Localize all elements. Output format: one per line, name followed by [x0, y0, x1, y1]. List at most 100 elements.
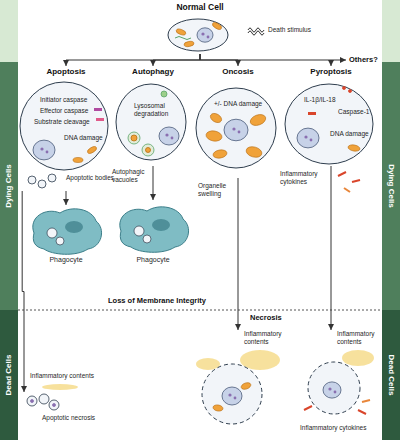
- mitochondrion: [245, 145, 263, 159]
- phagocyte-body: [33, 209, 102, 254]
- cell-label: Apoptotic necrosis: [42, 414, 108, 422]
- pathway-arrow: [238, 178, 239, 330]
- vesicle: [142, 144, 154, 156]
- annotation: Inflammatory cytokines: [280, 170, 322, 186]
- annotation: Apoptotic bodies: [66, 174, 114, 182]
- band-label: Dead Cells: [386, 355, 396, 396]
- chromatin: [232, 127, 235, 130]
- cell-illustration: [282, 66, 376, 166]
- vesicle: [31, 400, 34, 403]
- cell-heading: Pyroptosis: [282, 66, 380, 77]
- apoptosis-cell: Apoptosis: [18, 66, 114, 191]
- vesicle: [53, 404, 56, 407]
- pathway-arrow: [153, 54, 200, 66]
- mitochondrion: [86, 145, 97, 154]
- cell-heading: Autophagy: [114, 66, 192, 77]
- mitochondrion: [249, 113, 267, 128]
- mitochondrion: [213, 404, 224, 412]
- cell-label: Phagocyte: [112, 256, 194, 264]
- stage-band: Dead Cells: [0, 310, 18, 440]
- cell-illustration: [194, 66, 278, 178]
- pathway-arrow: [200, 54, 331, 66]
- necrotic-cell: Inflammatory contents: [188, 330, 288, 430]
- others-arrow: [331, 60, 346, 61]
- chromatin: [310, 139, 313, 142]
- phagocyte-nucleus: [65, 221, 83, 233]
- stimulus-squiggle: [248, 31, 264, 35]
- phagocyte: Phagocyte: [26, 205, 106, 267]
- vesicle: [146, 148, 151, 153]
- mitochondrion: [73, 158, 83, 163]
- cell-label: Phagocyte: [26, 256, 106, 264]
- annotation: Substrate cleavage: [34, 118, 90, 126]
- cytokine: [338, 172, 346, 176]
- vesicle: [38, 180, 46, 188]
- nucleus: [224, 119, 248, 141]
- cell-membrane: [308, 362, 360, 414]
- stage-band: Dying Cells: [0, 62, 18, 310]
- annotation: DNA damage: [330, 130, 369, 138]
- band-label: Dying Cells: [4, 164, 14, 208]
- pathway-arrow: [22, 191, 24, 392]
- chromatin: [234, 397, 237, 400]
- normal-cell: Normal Cell: [153, 2, 247, 54]
- chromatin: [40, 147, 43, 150]
- vesicle: [28, 176, 36, 184]
- pathway-arrow: [331, 166, 332, 330]
- chromatin: [328, 387, 331, 390]
- membrane-divider: [18, 310, 382, 311]
- annotation: Initiator caspase: [40, 96, 87, 104]
- nucleus: [323, 382, 341, 398]
- mitochondrion: [209, 112, 223, 125]
- mitochondrion: [348, 144, 361, 152]
- cytokine: [344, 188, 350, 192]
- stage-band: Dying Cells: [382, 62, 400, 310]
- annotation: Death stimulus: [268, 26, 311, 34]
- chromatin: [165, 133, 168, 136]
- oncosis-cell: Oncosis: [194, 66, 282, 178]
- mitochondrion: [211, 21, 222, 30]
- cell-membrane: [20, 82, 108, 170]
- cell-heading: Apoptosis: [18, 66, 114, 77]
- inflammatory-cloud: [342, 350, 374, 366]
- mitochondrion: [175, 28, 186, 36]
- section-label: Necrosis: [250, 314, 282, 322]
- necrotic-cell: Inflammatory contents: [296, 330, 380, 420]
- band-label: Dead Cells: [4, 355, 14, 396]
- vesicle: [131, 135, 137, 141]
- engulfed-body: [56, 237, 64, 245]
- chromatin: [201, 32, 204, 35]
- vesicle: [128, 132, 140, 144]
- chromatin: [207, 36, 210, 39]
- protein-marker: [304, 406, 312, 410]
- cell-label: Inflammatory contents: [244, 330, 288, 346]
- nucleus: [197, 28, 213, 42]
- nucleus: [159, 127, 179, 145]
- vesicle: [349, 90, 352, 93]
- band-label: Dying Cells: [386, 164, 396, 208]
- protein-marker: [362, 400, 370, 402]
- mitochondrion: [205, 130, 222, 143]
- cell-membrane: [168, 19, 228, 51]
- vesicle: [49, 400, 59, 410]
- cell-heading: Oncosis: [194, 66, 282, 77]
- vesicle: [39, 394, 49, 404]
- section-label: Loss of Membrane Integrity: [108, 297, 206, 305]
- cell-membrane: [116, 84, 186, 160]
- phagocyte-membrane: [120, 207, 189, 252]
- annotation: Autophagic vacuoles: [112, 168, 148, 184]
- annotation: Organelle swelling: [198, 182, 234, 198]
- mitochondrion: [184, 41, 195, 48]
- cell-membrane: [285, 84, 373, 164]
- inflammatory-cloud: [42, 384, 78, 390]
- annotation: IL-1β/IL-18: [304, 96, 336, 104]
- pathway-arrow: [66, 54, 200, 66]
- cell-label: Inflammatory contents: [337, 330, 380, 346]
- engulfed-body: [134, 226, 144, 236]
- stage-band: Dead Cells: [382, 310, 400, 440]
- chromatin: [334, 391, 337, 394]
- vesicle: [27, 396, 37, 406]
- annotation: Lysosomal degradation: [134, 102, 176, 118]
- chromatin: [46, 151, 49, 154]
